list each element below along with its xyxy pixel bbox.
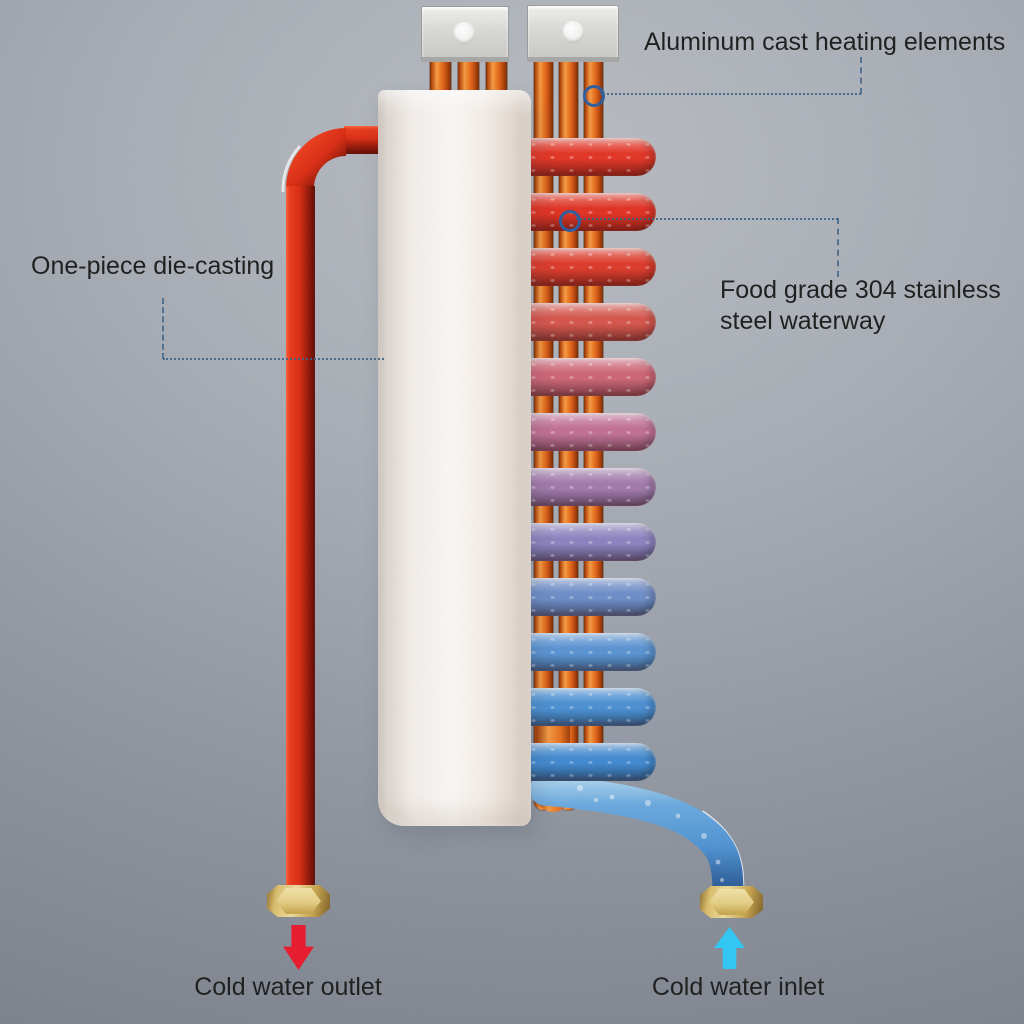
callout-marker-heating-elements <box>583 85 605 107</box>
coil-loop <box>524 303 656 341</box>
label-cold-water-outlet: Cold water outlet <box>194 973 382 1001</box>
coil-loop <box>524 193 656 231</box>
terminal-block-right <box>527 5 619 62</box>
terminal-hole <box>453 22 475 44</box>
callout-line-heating-elements <box>600 93 861 95</box>
brass-fitting-inlet <box>700 886 763 918</box>
brass-fitting-outlet <box>267 885 330 917</box>
label-cold-water-inlet: Cold water inlet <box>651 973 825 1001</box>
coil-loop <box>524 578 656 616</box>
brass-fitting-face <box>709 889 754 915</box>
coil-loop <box>524 413 656 451</box>
coil-loop <box>524 523 656 561</box>
coil-loop <box>524 138 656 176</box>
callout-line-waterway <box>576 218 838 220</box>
callout-marker-waterway <box>559 210 581 232</box>
casing-shell <box>378 90 531 826</box>
coil-loop <box>524 688 656 726</box>
label-waterway-line2: steel waterway <box>720 307 886 335</box>
callout-line-heating-elements <box>860 57 862 94</box>
terminal-block-left <box>421 6 509 62</box>
coil-loop <box>524 633 656 671</box>
coil <box>524 0 656 1024</box>
hot-water-pipe <box>281 126 382 890</box>
label-waterway: Food grade 304 stainless steel waterway <box>720 275 1001 337</box>
callout-line-die-casting <box>162 298 164 359</box>
coil-loop <box>524 743 656 781</box>
label-heating-elements: Aluminum cast heating elements <box>644 28 1006 56</box>
coil-loop <box>524 468 656 506</box>
label-waterway-line1: Food grade 304 stainless <box>720 276 1001 304</box>
callout-line-waterway <box>837 218 839 277</box>
coil-loop <box>524 248 656 286</box>
label-die-casting: One-piece die-casting <box>31 252 275 280</box>
brass-fitting-face <box>276 888 321 914</box>
coil-loop <box>524 358 656 396</box>
callout-line-die-casting <box>163 358 384 360</box>
terminal-hole <box>562 21 584 43</box>
